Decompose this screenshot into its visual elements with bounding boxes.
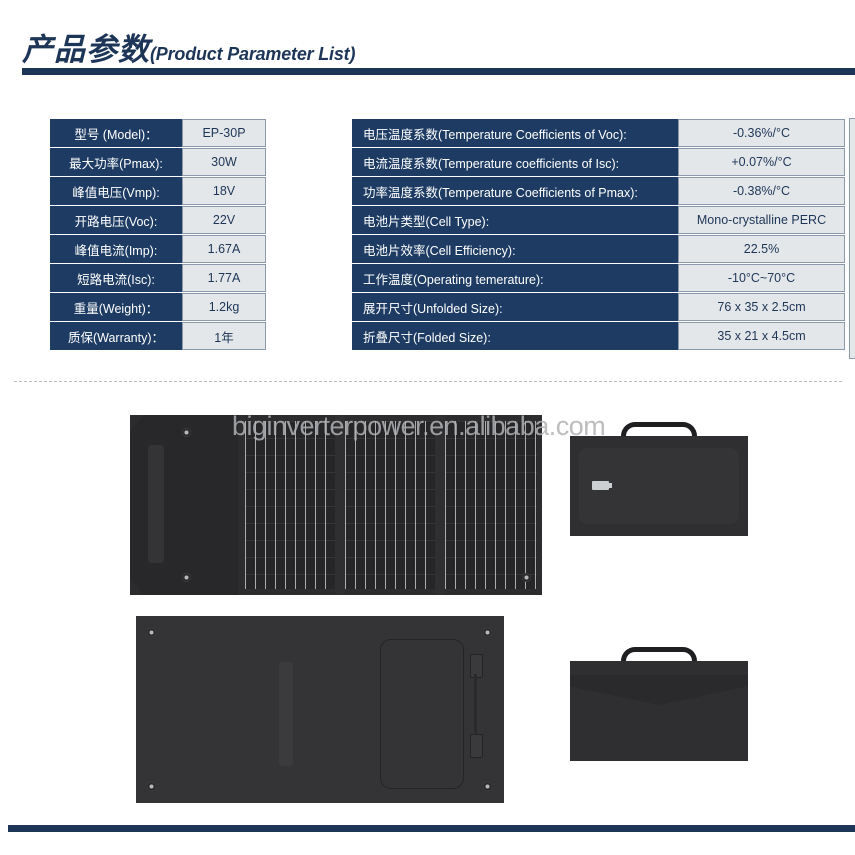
table-row: 折叠尺寸(Folded Size): 35 x 21 x 4.5cm [352, 322, 845, 350]
spec-value: 22V [182, 206, 266, 234]
spec-value: 18V [182, 177, 266, 205]
spec-label: 开路电压(Voc): [50, 206, 182, 234]
panel-fold-seam [435, 415, 445, 595]
footer-divider-bar [8, 825, 855, 832]
spec-value: 1.2kg [182, 293, 266, 321]
spec-value: 1.77A [182, 264, 266, 292]
grommet-icon [182, 573, 191, 582]
spec-label: 峰值电流(Imp): [50, 235, 182, 263]
spec-label: 型号 (Model)： [50, 119, 182, 147]
page-title-english: (Product Parameter List) [150, 44, 356, 64]
panel-cable-icon [470, 654, 483, 758]
table-row: 电池片类型(Cell Type): Mono-crystalline PERC [352, 206, 845, 234]
spec-label: 最大功率(Pmax): [50, 148, 182, 176]
solar-cell-block [245, 421, 335, 589]
panel-back-substrate [136, 616, 504, 803]
spec-label: 电压温度系数(Temperature Coefficients of Voc): [352, 119, 678, 147]
table-row: 工作温度(Operating temerature): -10°C~70°C [352, 264, 845, 292]
table-row: 型号 (Model)： EP-30P [50, 119, 266, 147]
spec-table-left-body: 型号 (Model)： EP-30P 最大功率(Pmax): 30W 峰值电压(… [50, 119, 266, 350]
page-title: 产品参数(Product Parameter List) [22, 24, 355, 69]
table-row: 电流温度系数(Temperature coefficients of Isc):… [352, 148, 845, 176]
solar-panel-unfolded-front-image [130, 415, 542, 595]
table-row: 重量(Weight)： 1.2kg [50, 293, 266, 321]
section-divider [14, 381, 842, 382]
grommet-icon [182, 428, 191, 437]
spec-label: 折叠尺寸(Folded Size): [352, 322, 678, 350]
bag-body [570, 661, 748, 761]
spec-label: 重量(Weight)： [50, 293, 182, 321]
spec-label: 电流温度系数(Temperature coefficients of Isc): [352, 148, 678, 176]
spec-value: 1.67A [182, 235, 266, 263]
table-row: 电池片效率(Cell Efficiency): 22.5% [352, 235, 845, 263]
panel-carry-strap [148, 445, 164, 563]
spec-value: EP-30P [182, 119, 266, 147]
table-row: 展开尺寸(Unfolded Size): 76 x 35 x 2.5cm [352, 293, 845, 321]
product-gallery: biginverterpower.en.alibaba.com [0, 395, 855, 820]
solar-panel-unfolded-back-image [136, 616, 504, 803]
spec-label: 质保(Warranty)： [50, 322, 182, 350]
spec-value: 76 x 35 x 2.5cm [678, 293, 845, 321]
page-header: 产品参数(Product Parameter List) [0, 0, 855, 86]
spec-label: 峰值电压(Vmp): [50, 177, 182, 205]
spec-table-clipped-edge [849, 118, 855, 359]
table-row: 质保(Warranty)： 1年 [50, 322, 266, 350]
bag-handle-icon [621, 647, 697, 673]
table-row: 最大功率(Pmax): 30W [50, 148, 266, 176]
cable-wire [474, 674, 477, 740]
spec-label: 展开尺寸(Unfolded Size): [352, 293, 678, 321]
spec-table-right: 电压温度系数(Temperature Coefficients of Voc):… [352, 118, 845, 351]
bag-flap [570, 675, 748, 705]
spec-value: -0.36%/°C [678, 119, 845, 147]
spec-value: 35 x 21 x 4.5cm [678, 322, 845, 350]
spec-table-right-body: 电压温度系数(Temperature Coefficients of Voc):… [352, 119, 845, 350]
grommet-icon [483, 782, 492, 791]
spec-value: 1年 [182, 322, 266, 350]
table-row: 短路电流(Isc): 1.77A [50, 264, 266, 292]
panel-velcro-strip [279, 662, 293, 766]
battery-badge-icon [592, 481, 612, 490]
spec-value: -10°C~70°C [678, 264, 845, 292]
spec-value: Mono-crystalline PERC [678, 206, 845, 234]
table-row: 峰值电压(Vmp): 18V [50, 177, 266, 205]
spec-value: 22.5% [678, 235, 845, 263]
bag-body [570, 436, 748, 536]
spec-label: 功率温度系数(Temperature Coefficients of Pmax)… [352, 177, 678, 205]
spec-value: 30W [182, 148, 266, 176]
spec-value: +0.07%/°C [678, 148, 845, 176]
table-row: 开路电压(Voc): 22V [50, 206, 266, 234]
spec-label: 短路电流(Isc): [50, 264, 182, 292]
panel-fold-seam [335, 415, 345, 595]
solar-panel-bag-open-image [570, 422, 748, 536]
solar-cell-block [345, 421, 435, 589]
table-row: 功率温度系数(Temperature Coefficients of Pmax)… [352, 177, 845, 205]
panel-left-flap [130, 415, 238, 595]
bag-handle-icon [621, 422, 697, 448]
solar-panel-bag-closed-image [570, 647, 748, 761]
spec-label: 电池片类型(Cell Type): [352, 206, 678, 234]
header-divider-bar [22, 68, 855, 75]
table-row: 峰值电流(Imp): 1.67A [50, 235, 266, 263]
spec-label: 电池片效率(Cell Efficiency): [352, 235, 678, 263]
spec-value: -0.38%/°C [678, 177, 845, 205]
grommet-icon [522, 573, 531, 582]
spec-table-left: 型号 (Model)： EP-30P 最大功率(Pmax): 30W 峰值电压(… [50, 118, 266, 351]
grommet-icon [147, 782, 156, 791]
spec-label: 工作温度(Operating temerature): [352, 264, 678, 292]
grommet-icon [147, 628, 156, 637]
table-row: 电压温度系数(Temperature Coefficients of Voc):… [352, 119, 845, 147]
grommet-icon [483, 628, 492, 637]
solar-cell-block [445, 421, 537, 589]
panel-zip-pocket [380, 639, 464, 789]
cable-plug-bottom [470, 734, 483, 758]
page-title-chinese: 产品参数 [22, 32, 150, 68]
